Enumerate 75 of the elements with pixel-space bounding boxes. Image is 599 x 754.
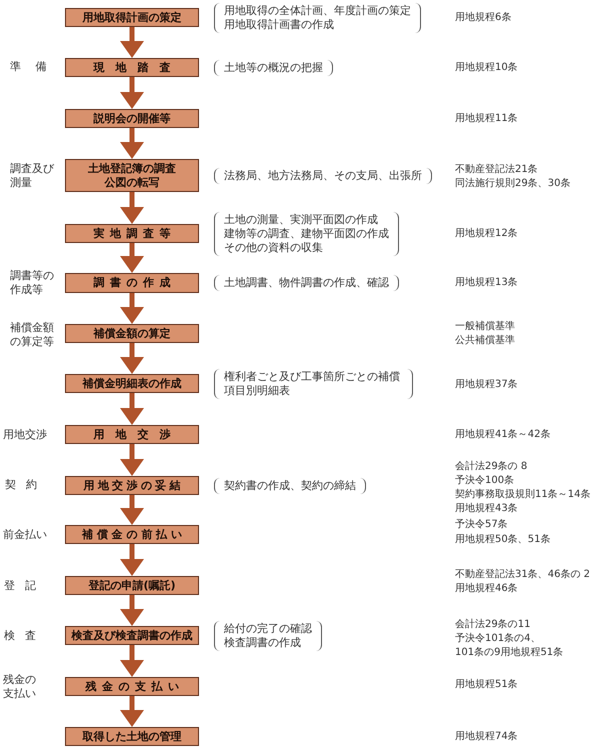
stage-label: 残金の支払い (3, 673, 37, 701)
regulation-reference: 会計法29条の 8 (455, 460, 528, 474)
regulation-reference: 予決令57条 (455, 518, 508, 532)
regulation-reference: 用地規程11条 (455, 112, 518, 126)
arrow (120, 192, 144, 224)
note-text: 建物等の調査、建物平面図の作成 (224, 226, 389, 240)
regulation-reference: 予決令100条 (455, 474, 514, 488)
process-box: 補償金明細表の作成 (65, 374, 199, 393)
arrow (120, 343, 144, 374)
process-box: 用地交渉 (65, 425, 199, 444)
arrow (120, 544, 144, 576)
arrow (120, 77, 144, 109)
regulation-reference: 同法施行規則29条、30条 (455, 177, 570, 191)
stage-label: 補償金額の算定等 (10, 321, 55, 349)
stage-label: 前金払い (3, 528, 47, 542)
note-text: 土地調書、物件調書の作成、確認 (224, 276, 389, 290)
regulation-reference: 用地規程13条 (455, 276, 518, 290)
regulation-reference: 用地規程50条、51条 (455, 533, 550, 547)
arrow (120, 27, 144, 58)
note-text: 法務局、地方法務局、その支局、出張所 (224, 168, 422, 182)
process-box: 残金の支払い (65, 677, 199, 696)
process-box: 説明会の開催等 (65, 109, 199, 128)
regulation-reference: 101条の9用地規程51条 (455, 646, 564, 660)
regulation-reference: 会計法29条の11 (455, 618, 530, 632)
process-box: 検査及び検査調書の作成 (65, 626, 199, 645)
stage-label: 調書等の作成等 (10, 269, 55, 297)
note-text: 用地取得計画書の作成 (224, 18, 335, 32)
arrow (120, 444, 144, 476)
stage-label: 用地交渉 (3, 428, 47, 442)
process-box: 調書の作成 (65, 273, 199, 293)
arrow (120, 696, 144, 727)
regulation-reference: 用地規程51条 (455, 678, 518, 692)
note-text: 権利者ごと及び工事箇所ごとの補償項目別明細表 (224, 370, 401, 398)
note-text: 給付の完了の確認 (224, 622, 312, 636)
process-box: 補償金の前払い (65, 525, 199, 544)
regulation-reference: 不動産登記法31条、46条の 2 (455, 568, 590, 582)
stage-label: 調査及び測量 (10, 162, 55, 190)
process-box: 用地交渉の妥結 (65, 476, 199, 495)
process-box: 実地調査等 (65, 224, 199, 243)
regulation-reference: 用地規程46条 (455, 582, 518, 596)
note-text: その他の資料の収集 (224, 240, 324, 254)
arrow (120, 393, 144, 425)
regulation-reference: 用地規程12条 (455, 227, 518, 241)
regulation-reference: 用地規程10条 (455, 61, 518, 75)
regulation-reference: 一般補償基準 (455, 320, 515, 334)
process-box: 登記の申請(嘱託) (65, 576, 199, 595)
regulation-reference: 公共補償基準 (455, 334, 515, 348)
regulation-reference: 用地規程6条 (455, 11, 512, 25)
arrow (120, 243, 144, 273)
stage-label: 検査 (4, 629, 46, 643)
regulation-reference: 契約事務取扱規則11条～14条 (455, 488, 590, 502)
process-box: 現地踏査 (65, 58, 199, 77)
regulation-reference: 用地規程37条 (455, 378, 518, 392)
note-text: 契約書の作成、契約の締結 (224, 478, 356, 492)
stage-label: 準備 (10, 60, 61, 74)
regulation-reference: 不動産登記法21条 (455, 163, 538, 177)
note-text: 用地取得の全体計画、年度計画の策定 (224, 4, 411, 18)
arrow (120, 495, 144, 525)
arrow (120, 595, 144, 626)
regulation-reference: 用地規程41条～42条 (455, 428, 550, 442)
arrow (120, 293, 144, 324)
process-box: 用地取得計画の策定 (65, 8, 199, 27)
note-text: 土地の測量、実測平面図の作成 (224, 212, 379, 226)
process-box: 取得した土地の管理 (65, 727, 199, 746)
note-text: 検査調書の作成 (224, 636, 302, 650)
arrow (120, 128, 144, 159)
stage-label: 登記 (4, 579, 46, 593)
process-box: 補償金額の算定 (65, 324, 199, 343)
stage-label: 契約 (5, 478, 47, 492)
note-text: 土地等の概況の把握 (224, 60, 323, 74)
regulation-reference: 用地規程74条 (455, 730, 518, 744)
process-box: 土地登記簿の調査公図の転写 (65, 159, 199, 192)
regulation-reference: 予決令101条の4、 (455, 632, 540, 646)
regulation-reference: 用地規程43条 (455, 502, 518, 516)
arrow (120, 645, 144, 677)
